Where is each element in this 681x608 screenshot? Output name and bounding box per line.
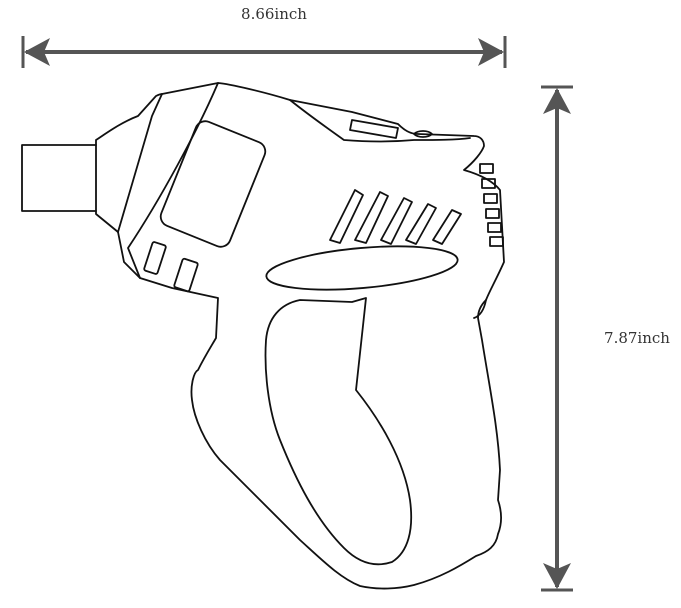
rear-vent-2 (481, 178, 496, 189)
top-ridge (289, 99, 471, 143)
rear-vent-6 (489, 236, 504, 247)
width-label: 8.66inch (241, 5, 307, 23)
height-dimension: 7.87inch (541, 85, 670, 592)
width-left-arrowhead (24, 38, 50, 66)
width-dimension: 8.66inch (21, 5, 507, 68)
handle-grip-panel (264, 297, 413, 566)
rear-vent-1 (479, 163, 494, 174)
nose-cone (95, 93, 163, 233)
inner-shell-panel (127, 82, 219, 279)
height-bottom-arrowhead (543, 563, 571, 589)
vent-rib-4 (405, 203, 437, 245)
rear-vent-3 (483, 193, 498, 204)
top-indicator-led (413, 130, 433, 138)
height-label: 7.87inch (604, 329, 670, 347)
rear-vent-4 (485, 208, 500, 219)
side-button-1 (143, 241, 167, 275)
display-window (159, 120, 267, 248)
vent-rib-3 (380, 197, 413, 245)
rear-vent-5 (487, 222, 502, 233)
top-slot (349, 119, 399, 139)
height-top-arrowhead (543, 88, 571, 114)
width-right-arrowhead (478, 38, 504, 66)
vent-rib-5 (432, 209, 462, 245)
side-button-2 (173, 257, 199, 293)
body-outline (117, 82, 505, 590)
left-shell-panel (117, 93, 163, 233)
cordless-screwdriver-drawing (21, 82, 505, 590)
vent-rib-1 (329, 189, 364, 244)
chuck-cylinder (21, 144, 97, 212)
rear-handle-contour (473, 299, 487, 319)
vent-rib-2 (354, 191, 389, 244)
grip-oval (265, 245, 459, 291)
